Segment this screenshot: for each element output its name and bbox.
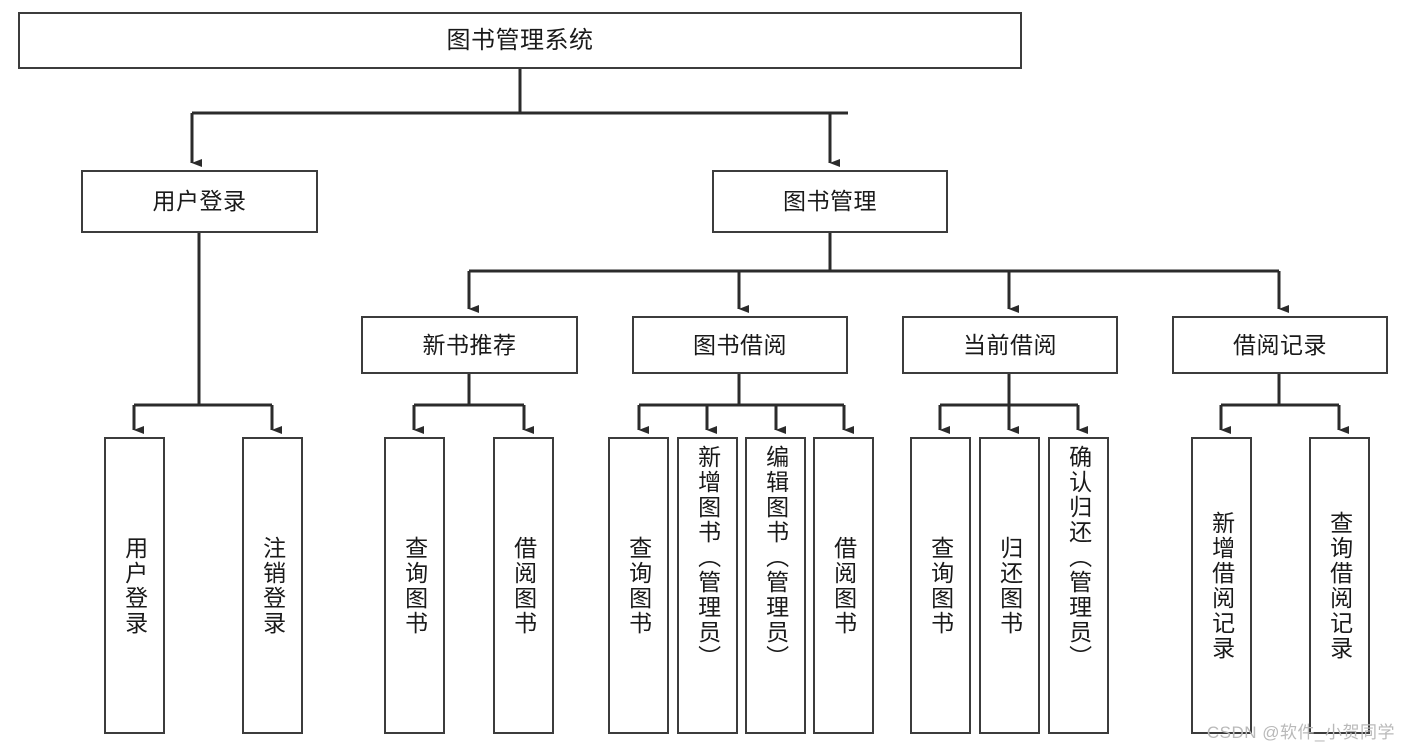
node-new-book-recommend[interactable]: 新书推荐 (361, 316, 578, 374)
node-label: 图书借阅 (693, 331, 787, 358)
node-label: 注销登录 (259, 535, 286, 636)
node-borrow-record[interactable]: 借阅记录 (1172, 316, 1388, 374)
node-label: 新书推荐 (422, 331, 517, 358)
node-current-borrow[interactable]: 当前借阅 (902, 316, 1118, 374)
leaf-book-borrow-edit-book-admin[interactable]: 编辑图书（管理员） (745, 437, 806, 734)
node-label: 编辑图书（管理员） (762, 445, 789, 670)
leaf-current-borrow-return-books[interactable]: 归还图书 (979, 437, 1040, 734)
node-label: 查询借阅记录 (1326, 510, 1353, 661)
leaf-new-book-query-books[interactable]: 查询图书 (384, 437, 445, 734)
leaf-borrow-record-add-record[interactable]: 新增借阅记录 (1191, 437, 1252, 734)
leaf-user-login-login[interactable]: 用户登录 (104, 437, 165, 734)
leaf-book-borrow-add-book-admin[interactable]: 新增图书（管理员） (677, 437, 738, 734)
node-label: 当前借阅 (963, 331, 1057, 358)
leaf-user-login-logout[interactable]: 注销登录 (242, 437, 303, 734)
node-label: 新增借阅记录 (1208, 510, 1235, 661)
node-label: 确认归还（管理员） (1065, 445, 1092, 670)
leaf-current-borrow-query-books[interactable]: 查询图书 (910, 437, 971, 734)
node-label: 查询图书 (401, 535, 428, 636)
node-label: 归还图书 (996, 535, 1023, 636)
node-label: 查询图书 (625, 535, 652, 636)
node-label: 查询图书 (927, 535, 954, 636)
leaf-book-borrow-query-books[interactable]: 查询图书 (608, 437, 669, 734)
node-label: 图书管理 (783, 188, 877, 215)
node-label: 用户登录 (121, 535, 148, 636)
node-book-management[interactable]: 图书管理 (712, 170, 948, 233)
node-root-book-management-system[interactable]: 图书管理系统 (18, 12, 1022, 69)
leaf-new-book-borrow-books[interactable]: 借阅图书 (493, 437, 554, 734)
node-label: 图书管理系统 (446, 26, 594, 54)
node-user-login[interactable]: 用户登录 (81, 170, 318, 233)
node-label: 用户登录 (152, 188, 247, 215)
node-label: 借阅图书 (830, 535, 857, 636)
leaf-current-borrow-confirm-return-admin[interactable]: 确认归还（管理员） (1048, 437, 1109, 734)
node-book-borrow[interactable]: 图书借阅 (632, 316, 848, 374)
leaf-book-borrow-borrow-books[interactable]: 借阅图书 (813, 437, 874, 734)
leaf-borrow-record-query-record[interactable]: 查询借阅记录 (1309, 437, 1370, 734)
node-label: 新增图书（管理员） (694, 445, 721, 670)
node-label: 借阅图书 (510, 535, 537, 636)
node-label: 借阅记录 (1233, 331, 1327, 358)
